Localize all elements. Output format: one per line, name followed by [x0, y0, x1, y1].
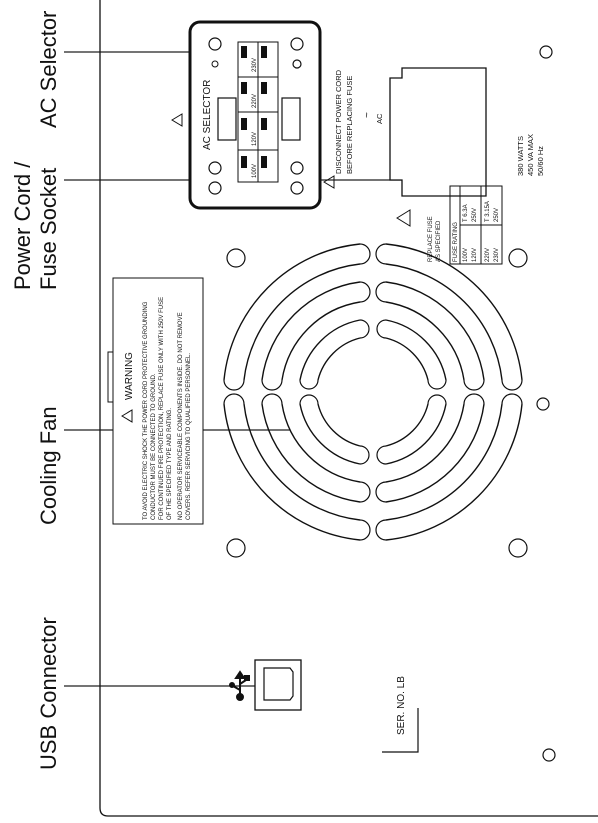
mounting-holes: [226, 45, 556, 762]
fan-slot: [223, 243, 361, 381]
warning-line-3: FOR CONTINUED FIRE PROTECTION, REPLACE F…: [159, 297, 165, 520]
usb-connector: [229, 659, 302, 711]
fan-slot: [299, 403, 361, 465]
warning-line-1: TO AVOID ELECTRIC SHOCK THE POWER CORD P…: [143, 301, 149, 520]
panel-outline: [99, 0, 598, 817]
disconnect-notice: DISCONNECT POWER CORD BEFORE REPLACING F…: [334, 69, 354, 174]
caution-icon-selector: [171, 113, 183, 127]
fuse-row2-rating-b: 250V: [494, 208, 500, 222]
voltage-label-220: 220V: [252, 94, 258, 108]
voltage-label-230: 230V: [252, 58, 258, 72]
voltage-label-120: 120V: [252, 132, 258, 146]
caution-icon-disconnect: [323, 175, 335, 189]
fuse-row1-voltage-b: 120V: [472, 248, 478, 262]
mounting-hole: [226, 538, 246, 558]
fuse-row2-voltage-b: 230V: [494, 248, 500, 262]
fan-slot: [299, 319, 361, 381]
power-socket: ~ AC: [362, 67, 487, 197]
disconnect-notice-line1: DISCONNECT POWER CORD: [334, 69, 343, 174]
callout-labels: AC Selector Power Cord / Fuse Socket Coo…: [10, 11, 61, 770]
callout-power-cord-line1: Power Cord /: [10, 161, 35, 290]
fuse-row1-voltage-a: 100V: [463, 248, 469, 262]
ac-symbol: ~: [362, 112, 373, 118]
fuse-rating-label: REPLACE FUSE AS SPECIFIED FUSE RATING 10…: [396, 185, 503, 265]
fuse-row1-rating-b: 250V: [472, 208, 478, 222]
mounting-hole: [539, 45, 553, 59]
power-rating-va: 450 VA MAX: [526, 134, 535, 176]
mounting-hole: [508, 248, 528, 268]
fuse-row2-rating-a: T 3.15A: [485, 201, 491, 222]
mounting-hole: [226, 248, 246, 268]
voltage-label-100: 100V: [252, 164, 258, 178]
fuse-replace-line1: REPLACE FUSE: [428, 216, 434, 262]
fan-slot: [385, 403, 485, 503]
fan-slot: [385, 403, 447, 465]
cooling-fan-grille: [223, 243, 523, 541]
callout-ac-selector: AC Selector: [36, 11, 61, 128]
mounting-hole: [542, 748, 556, 762]
fuse-table-header: FUSE RATING: [453, 222, 459, 262]
warning-title: WARNING: [124, 352, 135, 400]
power-rating-watts: 380 WATTS: [516, 136, 525, 176]
fan-slot: [261, 403, 361, 503]
power-rating-freq: 50/60 Hz: [536, 146, 545, 176]
ac-label: AC: [375, 113, 384, 124]
fan-slot: [385, 403, 523, 541]
fuse-row1-rating-a: T 6.3A: [463, 204, 469, 222]
disconnect-notice-line2: BEFORE REPLACING FUSE: [345, 76, 354, 174]
caution-triangles: [171, 113, 335, 189]
fuse-replace-line2: AS SPECIFIED: [436, 220, 442, 262]
power-rating: 380 WATTS 450 VA MAX 50/60 Hz: [516, 134, 545, 176]
warning-line-4: OF THE SPECIFIED TYPE AND RATING.: [167, 408, 173, 520]
fuse-caution-icon: [396, 209, 411, 227]
fan-slot: [385, 243, 523, 381]
callout-cooling-fan: Cooling Fan: [36, 406, 61, 525]
fan-slot: [385, 281, 485, 381]
serial-number: SER. NO. LB: [382, 676, 419, 753]
mounting-hole: [536, 397, 550, 411]
serial-label: SER. NO. LB: [396, 676, 407, 735]
callout-usb-connector: USB Connector: [36, 617, 61, 770]
warning-line-5: NO OPERATOR SERVICEABLE COMPONENTS INSID…: [178, 312, 184, 520]
warning-line-2: CONDUCTOR MUST BE CONNECTED TO GROUND.: [151, 373, 157, 520]
warning-label: WARNING TO AVOID ELECTRIC SHOCK THE POWE…: [107, 277, 204, 525]
warning-line-6: COVERS. REFER SERVICING TO QUALIFIED PER…: [186, 353, 192, 520]
ac-selector-title: AC SELECTOR: [202, 80, 213, 150]
ac-selector-panel: 230V 220V 120V 100V AC SELECTOR: [188, 20, 322, 210]
fan-slot: [223, 403, 361, 541]
mounting-hole: [508, 538, 528, 558]
usb-icon: [229, 670, 250, 701]
fuse-row2-voltage-a: 220V: [485, 248, 491, 262]
fan-slot: [261, 281, 361, 381]
fan-slot: [385, 319, 447, 381]
callout-power-cord-line2: Fuse Socket: [36, 168, 61, 290]
warning-triangle-icon: [121, 409, 133, 423]
